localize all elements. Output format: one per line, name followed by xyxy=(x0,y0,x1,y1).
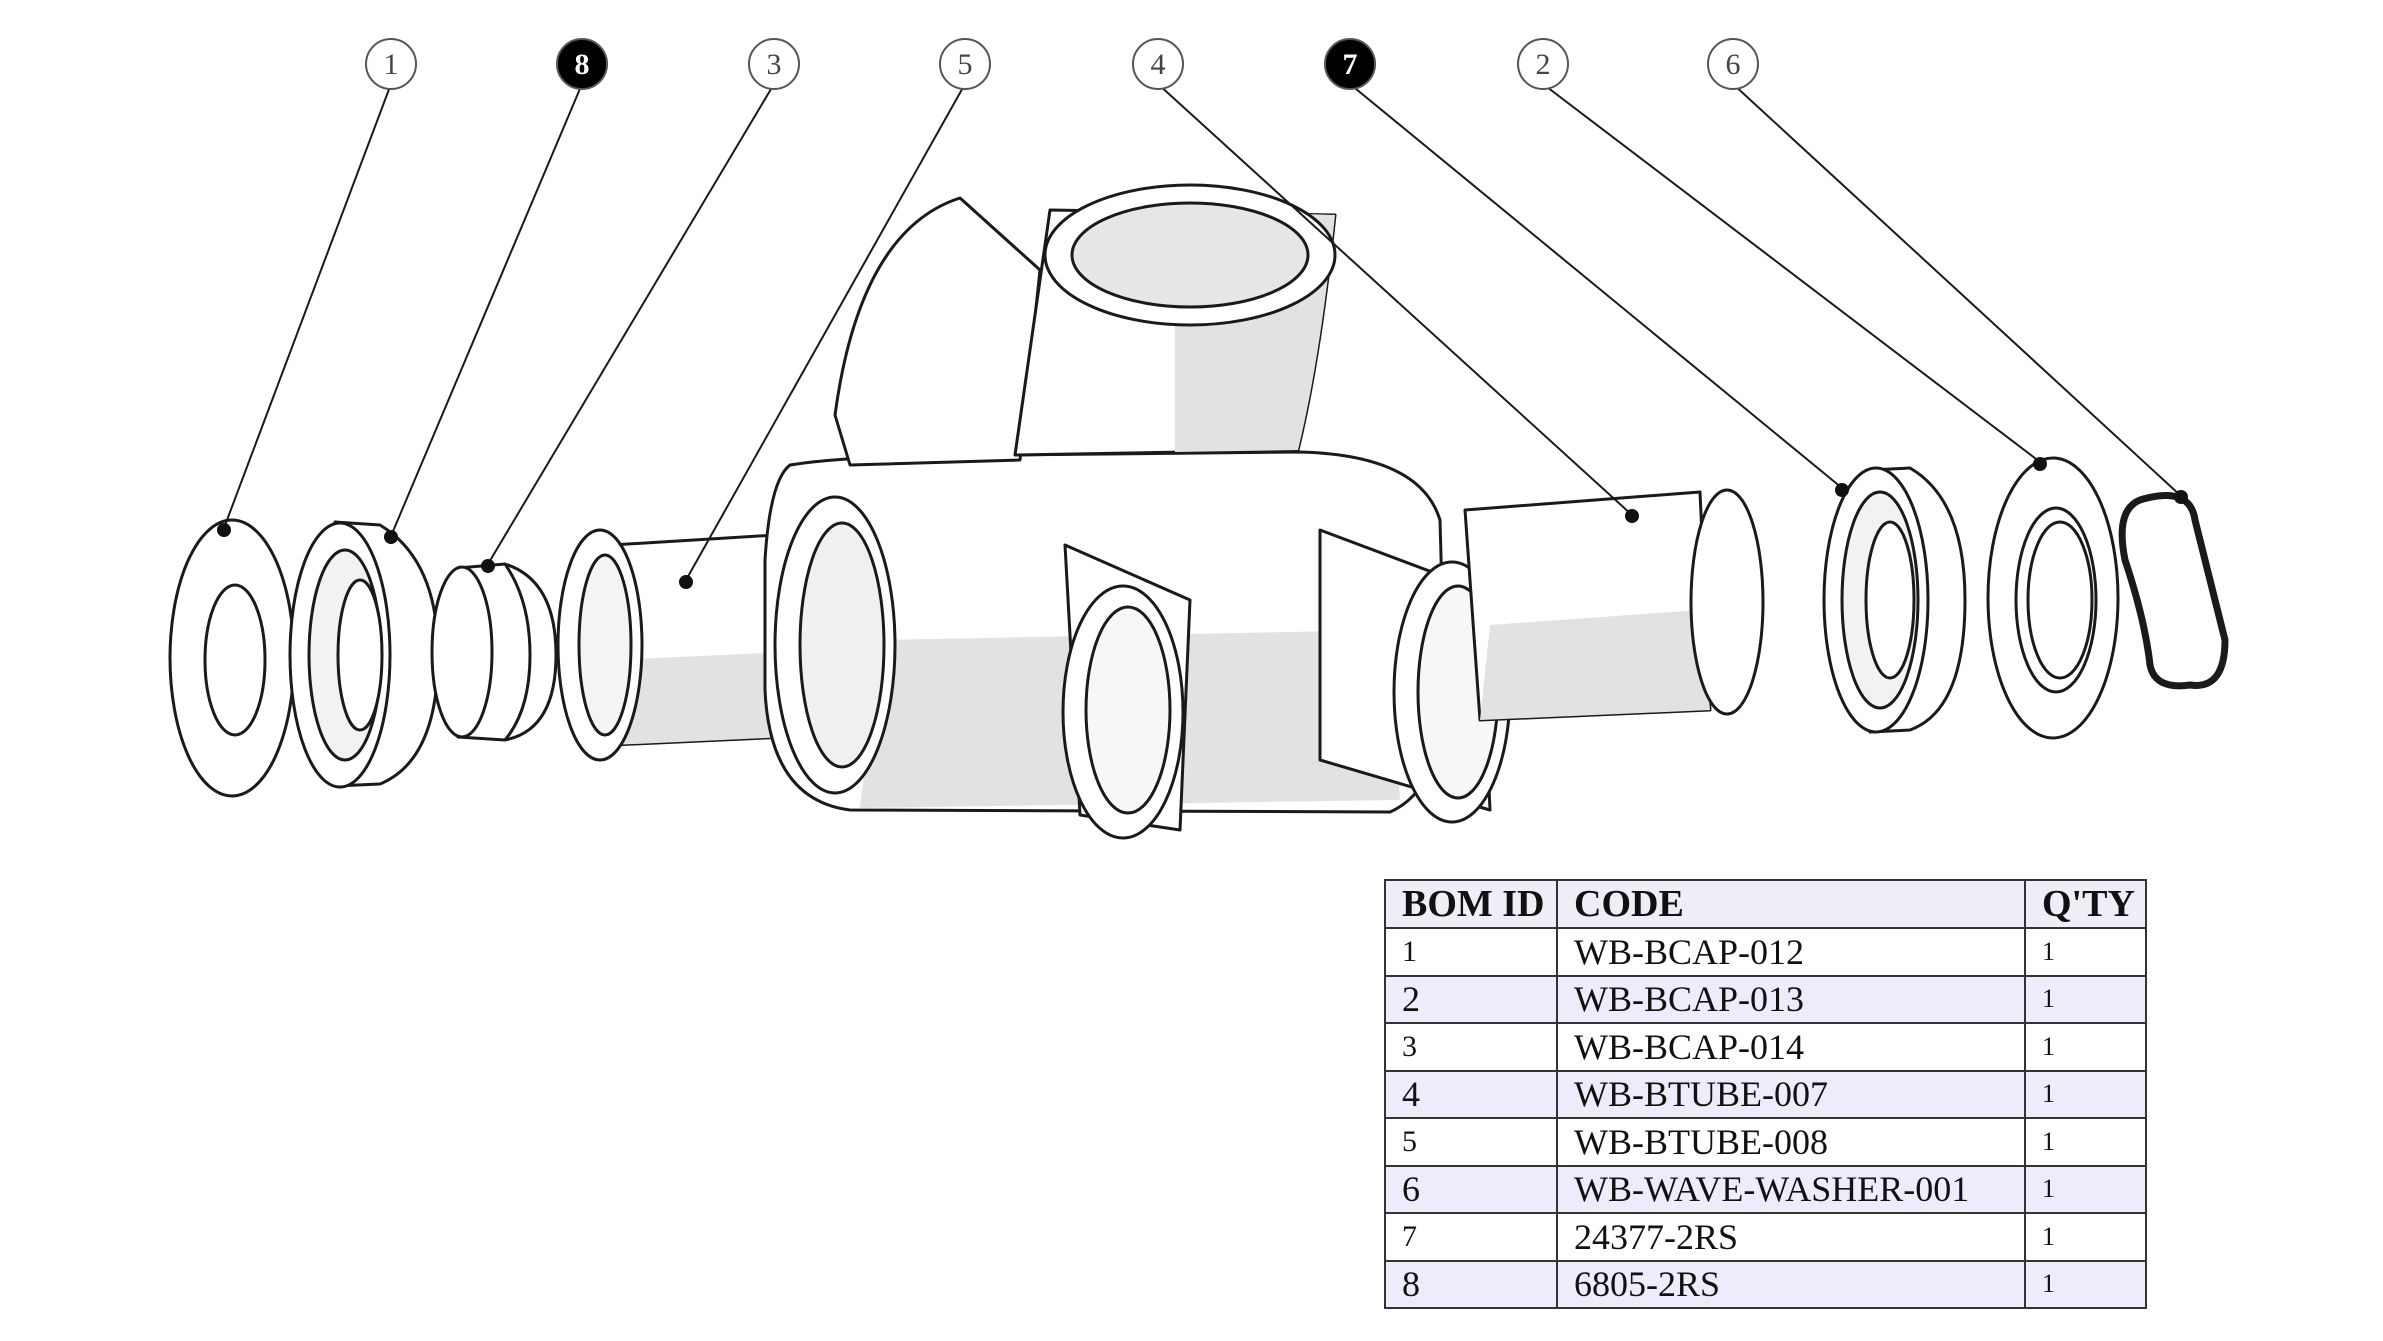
bom-row: 5 WB-BTUBE-008 1 xyxy=(1384,1117,2147,1167)
part-end-cap-2 xyxy=(1986,456,2120,740)
bom-cell-id: 3 xyxy=(1384,1022,1558,1072)
bom-row: 4 WB-BTUBE-007 1 xyxy=(1384,1069,2147,1119)
callout-label: 5 xyxy=(958,48,973,81)
bom-cell-qty: 1 xyxy=(2024,927,2147,977)
bom-cell-qty: 1 xyxy=(2024,1069,2147,1119)
callout-balloons: 1 8 3 5 4 7 2 6 xyxy=(365,38,1759,90)
bom-cell-id: 7 xyxy=(1384,1212,1558,1262)
bom-row: 2 WB-BCAP-013 1 xyxy=(1384,974,2147,1024)
bom-cell-code: WB-BCAP-013 xyxy=(1556,974,2026,1024)
bom-row: 7 24377-2RS 1 xyxy=(1384,1212,2147,1262)
bom-row: 3 WB-BCAP-014 1 xyxy=(1384,1022,2147,1072)
part-tube-4 xyxy=(1463,488,1765,722)
bom-cell-qty: 1 xyxy=(2024,1164,2147,1214)
callout-3: 3 xyxy=(748,38,800,90)
bom-cell-id: 5 xyxy=(1384,1117,1558,1167)
bom-header-id: BOM ID xyxy=(1384,879,1558,929)
leader-lines xyxy=(223,83,2182,581)
bom-row: 1 WB-BCAP-012 1 xyxy=(1384,927,2147,977)
part-wave-washer-6 xyxy=(2118,492,2229,690)
bom-cell-code: WB-BCAP-014 xyxy=(1556,1022,2026,1072)
part-bearing-8 xyxy=(288,520,440,789)
bom-cell-code: 24377-2RS xyxy=(1556,1212,2026,1262)
callout-4: 4 xyxy=(1132,38,1184,90)
callout-6: 6 xyxy=(1707,38,1759,90)
part-frame-shell xyxy=(763,183,1512,840)
bom-row: 8 6805-2RS 1 xyxy=(1384,1259,2147,1309)
bom-cell-id: 4 xyxy=(1384,1069,1558,1119)
bom-cell-qty: 1 xyxy=(2024,1117,2147,1167)
bom-table: BOM ID CODE Q'TY 1 WB-BCAP-012 1 2 WB-BC… xyxy=(1384,879,2147,1309)
bom-cell-id: 6 xyxy=(1384,1164,1558,1214)
callout-label: 1 xyxy=(384,48,399,81)
part-spacer-3 xyxy=(430,562,558,742)
bom-cell-code: 6805-2RS xyxy=(1556,1259,2026,1309)
bom-cell-code: WB-BTUBE-007 xyxy=(1556,1069,2026,1119)
bom-cell-code: WB-BTUBE-008 xyxy=(1556,1117,2026,1167)
callout-label: 4 xyxy=(1151,48,1166,81)
callout-7: 7 xyxy=(1324,38,1376,90)
callout-label: 7 xyxy=(1343,48,1358,81)
bom-cell-qty: 1 xyxy=(2024,1212,2147,1262)
bom-cell-code: WB-BCAP-012 xyxy=(1556,927,2026,977)
bom-cell-code: WB-WAVE-WASHER-001 xyxy=(1556,1164,2026,1214)
bom-cell-qty: 1 xyxy=(2024,1259,2147,1309)
bom-header-qty: Q'TY xyxy=(2024,879,2147,929)
bom-cell-qty: 1 xyxy=(2024,1022,2147,1072)
callout-1: 1 xyxy=(365,38,417,90)
callout-2: 2 xyxy=(1517,38,1569,90)
part-bearing-7 xyxy=(1822,466,1967,734)
bom-cell-id: 8 xyxy=(1384,1259,1558,1309)
bom-cell-id: 2 xyxy=(1384,974,1558,1024)
callout-label: 3 xyxy=(767,48,782,81)
bom-header-row: BOM ID CODE Q'TY xyxy=(1384,879,2147,929)
callout-label: 2 xyxy=(1536,48,1551,81)
bom-cell-qty: 1 xyxy=(2024,974,2147,1024)
part-end-cap-1 xyxy=(168,518,296,798)
callout-8: 8 xyxy=(556,38,608,90)
callout-label: 8 xyxy=(575,48,590,81)
callout-label: 6 xyxy=(1726,48,1741,81)
callout-5: 5 xyxy=(939,38,991,90)
leader-dots xyxy=(217,457,2188,589)
bom-row: 6 WB-WAVE-WASHER-001 1 xyxy=(1384,1164,2147,1214)
bom-cell-id: 1 xyxy=(1384,927,1558,977)
bom-header-code: CODE xyxy=(1556,879,2026,929)
